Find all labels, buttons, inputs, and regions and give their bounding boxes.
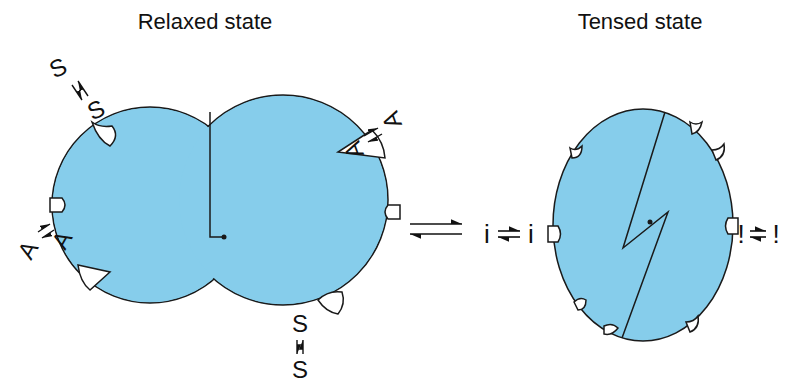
inhibitor-letter: ! bbox=[737, 221, 744, 247]
substrate-letter: S bbox=[84, 96, 109, 125]
inhibitor-letter: i bbox=[528, 221, 534, 247]
activator-letter: A bbox=[14, 237, 43, 263]
state-heading: Tensed state bbox=[578, 11, 703, 33]
inhibitor-letter: i bbox=[484, 221, 490, 247]
substrate-letter: S bbox=[46, 54, 71, 83]
activator-letter: A bbox=[378, 108, 406, 131]
inhibitor-letter: ! bbox=[772, 221, 779, 247]
substrate-letter: S bbox=[292, 358, 308, 382]
substrate-letter: S bbox=[292, 312, 308, 336]
state-heading: Relaxed state bbox=[138, 11, 273, 33]
